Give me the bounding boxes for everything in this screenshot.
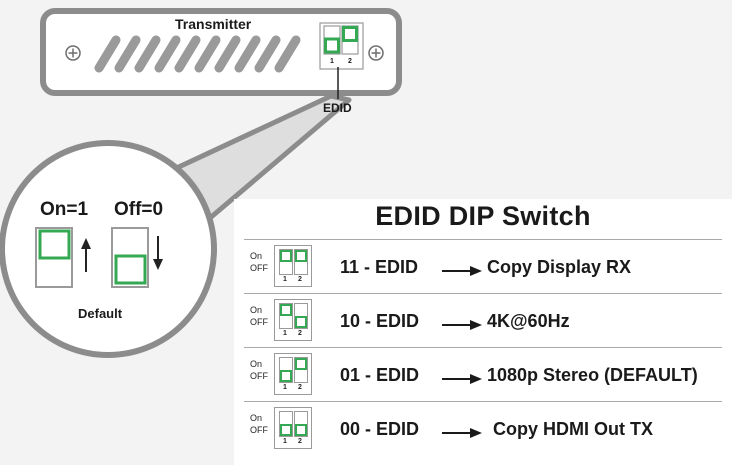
screw-right-icon <box>368 45 384 61</box>
transmitter-title: Transmitter <box>175 16 252 32</box>
transmitter-switch-1-knob <box>324 37 340 54</box>
up-arrow-icon <box>81 238 91 272</box>
transmitter-switch-label-2: 2 <box>348 58 352 65</box>
right-arrow-icon <box>442 374 482 384</box>
row-dip-switch: 1 2 <box>274 299 312 341</box>
transmitter-dip-switch <box>319 22 364 70</box>
transmitter-body <box>40 8 402 96</box>
panel-title: EDID DIP Switch <box>375 201 591 231</box>
right-arrow-icon <box>442 428 482 438</box>
switch-1-knob <box>280 250 292 262</box>
row-description: Copy Display RX <box>487 257 632 277</box>
on-label: On=1 <box>40 199 89 220</box>
row-code: 11 - EDID <box>340 257 419 277</box>
right-arrow-icon <box>442 320 482 330</box>
switch-2-knob <box>295 250 307 262</box>
row-dip-switch: 1 2 <box>274 407 312 449</box>
row-code: 10 - EDID <box>340 311 420 331</box>
switch-1-knob <box>280 424 292 436</box>
right-arrow-icon <box>442 266 482 276</box>
off-label: Off=0 <box>114 199 164 220</box>
magnifier-off-switch <box>111 227 149 288</box>
row-description: 4K@60Hz <box>487 311 570 331</box>
vent-slots <box>94 35 301 73</box>
row-code: 01 - EDID <box>340 365 420 385</box>
magnifier-circle <box>0 140 217 358</box>
down-arrow-icon <box>153 236 163 270</box>
row-dip-switch: 1 2 <box>274 353 312 395</box>
transmitter-switch-2-knob <box>342 26 358 42</box>
switch-1-knob <box>280 370 292 382</box>
transmitter-switch-label-1: 1 <box>330 58 334 65</box>
switch-1-knob <box>280 304 292 316</box>
switch-2-knob <box>295 424 307 436</box>
edid-label: EDID <box>323 101 352 115</box>
switch-2-knob <box>295 358 307 370</box>
screw-left-icon <box>65 45 81 61</box>
row-description: Copy HDMI Out TX <box>493 419 653 439</box>
row-description: 1080p Stereo (DEFAULT) <box>487 365 698 385</box>
row-dip-switch: 1 2 <box>274 245 312 287</box>
default-label: Default <box>78 306 123 321</box>
switch-2-knob <box>295 316 307 328</box>
magnifier-on-switch <box>35 227 73 288</box>
row-code: 00 - EDID <box>340 419 420 439</box>
